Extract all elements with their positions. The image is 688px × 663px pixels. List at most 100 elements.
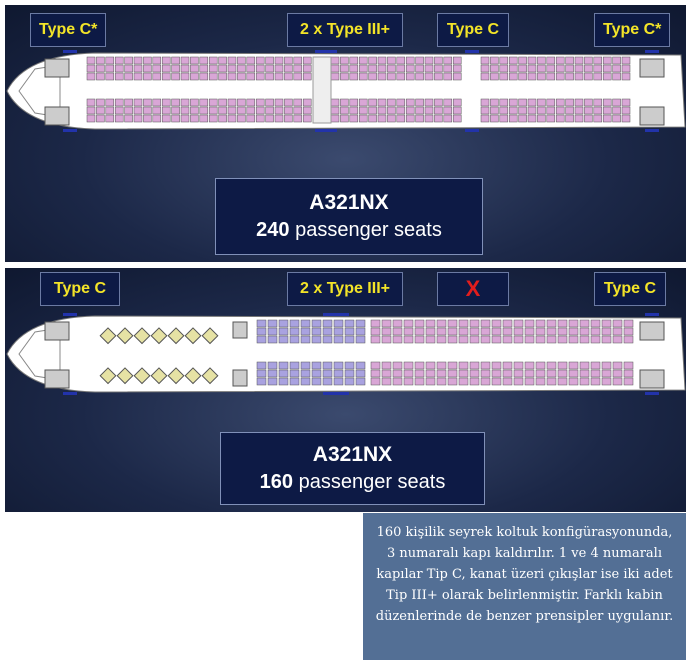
- economy-seat: [490, 64, 499, 73]
- economy-seat: [447, 361, 458, 370]
- economy-seat: [392, 335, 403, 344]
- economy-seat: [424, 56, 434, 65]
- economy-seat: [152, 106, 162, 115]
- premium-seat: [289, 335, 300, 344]
- economy-seat: [180, 56, 190, 65]
- economy-seat: [537, 56, 546, 65]
- economy-seat: [265, 114, 274, 123]
- economy-seat: [508, 98, 518, 107]
- economy-seat: [199, 106, 209, 115]
- door-marker: [645, 129, 659, 132]
- economy-seat: [546, 72, 556, 81]
- economy-seat: [237, 106, 246, 115]
- economy-seat: [370, 361, 381, 370]
- economy-seat: [458, 319, 469, 328]
- economy-seat: [330, 106, 340, 115]
- economy-seat: [414, 319, 425, 328]
- premium-seat: [344, 335, 355, 344]
- economy-seat: [358, 106, 368, 115]
- economy-seat: [480, 98, 490, 107]
- economy-seat: [480, 106, 490, 115]
- economy-seat: [546, 64, 556, 73]
- economy-seat: [415, 56, 424, 65]
- economy-seat: [452, 72, 462, 81]
- economy-seat: [469, 327, 480, 336]
- economy-seat: [208, 114, 218, 123]
- door-marker: [645, 50, 659, 53]
- economy-seat: [381, 369, 392, 378]
- economy-seat: [396, 56, 406, 65]
- premium-seat: [311, 369, 322, 378]
- economy-seat: [469, 319, 480, 328]
- economy-seat: [377, 114, 387, 123]
- economy-seat: [403, 377, 414, 386]
- economy-seat: [133, 98, 143, 107]
- economy-seat: [340, 64, 349, 73]
- economy-seat: [396, 64, 406, 73]
- business-seat: [201, 327, 219, 345]
- economy-seat: [255, 72, 265, 81]
- economy-seat: [265, 98, 274, 107]
- economy-seat: [381, 361, 392, 370]
- economy-seat: [387, 114, 396, 123]
- economy-seat: [602, 114, 612, 123]
- economy-seat: [415, 106, 424, 115]
- premium-seat: [278, 377, 289, 386]
- economy-seat: [114, 114, 124, 123]
- business-seat: [133, 367, 151, 385]
- economy-seat: [535, 369, 546, 378]
- premium-seat: [322, 327, 333, 336]
- economy-seat: [340, 114, 349, 123]
- economy-seat: [377, 106, 387, 115]
- premium-seat: [333, 361, 344, 370]
- door-label: 2 x Type III+: [287, 13, 403, 47]
- economy-seat: [557, 377, 568, 386]
- economy-seat: [425, 369, 436, 378]
- economy-seat: [330, 64, 340, 73]
- economy-seat: [565, 72, 574, 81]
- economy-seat: [105, 98, 115, 107]
- economy-seat: [535, 377, 546, 386]
- economy-seat: [518, 56, 527, 65]
- door-marker: [315, 129, 329, 132]
- premium-seat: [267, 319, 278, 328]
- economy-seat: [114, 64, 124, 73]
- economy-seat: [124, 114, 133, 123]
- economy-seat: [396, 72, 406, 81]
- premium-seat: [344, 319, 355, 328]
- premium-seat: [278, 335, 289, 344]
- economy-seat: [593, 114, 603, 123]
- economy-seat: [555, 114, 565, 123]
- economy-seat: [490, 106, 499, 115]
- premium-seat: [333, 327, 344, 336]
- economy-seat: [133, 106, 143, 115]
- economy-seat: [434, 114, 443, 123]
- economy-seat: [358, 114, 368, 123]
- economy-seat: [349, 64, 359, 73]
- economy-seat: [403, 361, 414, 370]
- economy-seat: [502, 361, 513, 370]
- galley-block: [44, 106, 70, 126]
- economy-seat: [537, 72, 546, 81]
- economy-seat: [237, 98, 246, 107]
- economy-seat: [601, 361, 612, 370]
- economy-seat: [601, 319, 612, 328]
- economy-seat: [424, 98, 434, 107]
- economy-seat: [370, 319, 381, 328]
- economy-seat: [293, 114, 303, 123]
- economy-seat: [425, 361, 436, 370]
- premium-seat: [300, 377, 311, 386]
- economy-seat: [105, 56, 115, 65]
- economy-seat: [458, 361, 469, 370]
- economy-seat: [593, 72, 603, 81]
- economy-seat: [274, 56, 284, 65]
- economy-seat: [623, 319, 634, 328]
- premium-seat: [311, 361, 322, 370]
- economy-seat: [499, 106, 509, 115]
- economy-seat: [527, 72, 537, 81]
- cockpit-outline: [18, 327, 61, 381]
- economy-seat: [491, 361, 502, 370]
- fuselage-diagram: [6, 313, 686, 395]
- economy-seat: [237, 72, 246, 81]
- economy-seat: [293, 98, 303, 107]
